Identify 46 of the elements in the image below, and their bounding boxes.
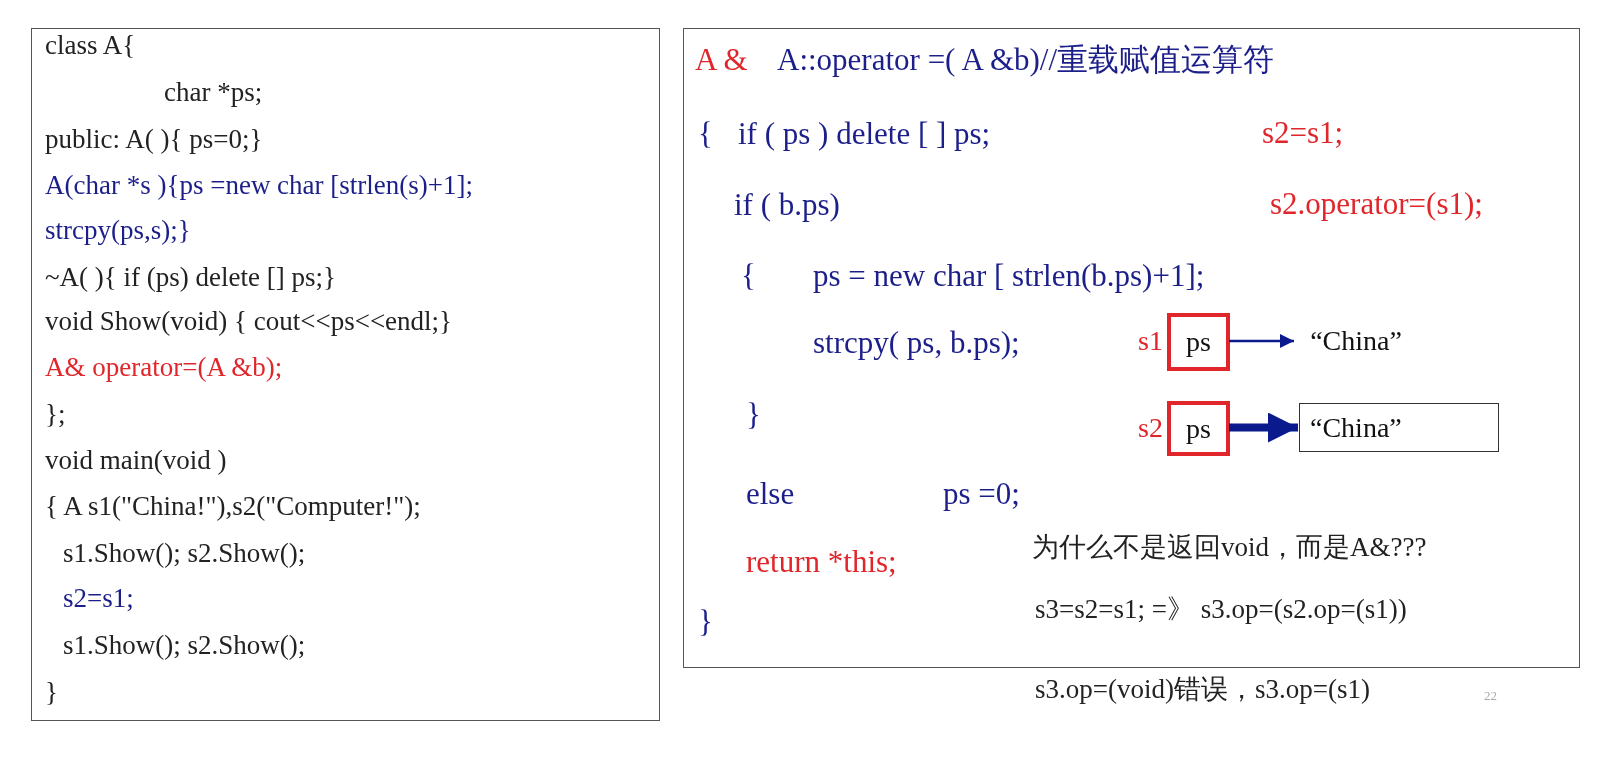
variable-label: s2	[1138, 412, 1163, 444]
note-text: 为什么不是返回void，而是A&???	[1032, 531, 1427, 563]
code-note: s2.operator=(s1);	[1270, 186, 1483, 223]
code-line: s1.Show(); s2.Show();	[63, 629, 306, 661]
code-line: }	[698, 604, 713, 641]
code-line: ~A( ){ if (ps) delete [] ps;}	[45, 261, 336, 293]
code-line: public: A( ){ ps=0;}	[45, 123, 263, 155]
string-text: “China”	[1309, 325, 1403, 357]
code-panel	[683, 28, 1580, 668]
pointer-box	[1167, 313, 1230, 371]
code-line: s2=s1;	[63, 582, 134, 614]
pointer-name: ps	[1185, 413, 1212, 444]
pointer-name: ps	[1185, 326, 1212, 358]
variable-label: s1	[1138, 326, 1163, 357]
code-line: }	[45, 676, 58, 708]
code-line: if ( b.ps)	[734, 187, 840, 224]
arrow	[1229, 334, 1294, 348]
code-line: A &	[695, 42, 748, 79]
code-line: }	[746, 397, 761, 434]
note-text: s3.op=(void)错误，s3.op=(s1)	[1035, 673, 1370, 705]
code-line: strcpy(ps,s);}	[45, 214, 191, 246]
code-line: { A s1("China!"),s2("Computer!");	[45, 490, 421, 522]
code-line: {	[741, 258, 756, 295]
code-line: ps = new char [ strlen(b.ps)+1];	[813, 258, 1205, 295]
code-line: char *ps;	[164, 76, 263, 108]
code-line: void Show(void) { cout<<ps<<endl;}	[45, 305, 453, 337]
code-line: return *this;	[746, 544, 897, 581]
note-text: s3=s2=s1; =》 s3.op=(s2.op=(s1))	[1035, 593, 1407, 625]
code-line: A::operator =( A &b)//重载赋值运算符	[777, 42, 1275, 79]
code-line: class A{	[45, 29, 136, 61]
code-line: s1.Show(); s2.Show();	[63, 537, 306, 569]
code-line: if ( ps ) delete [ ] ps;	[738, 116, 991, 153]
page-number: 22	[1484, 689, 1497, 705]
code-line: strcpy( ps, b.ps);	[813, 325, 1020, 362]
pointer-box	[1167, 401, 1230, 456]
code-line: else	[746, 476, 795, 513]
code-line: ps =0;	[943, 476, 1020, 513]
code-line: {	[698, 116, 713, 153]
code-line: void main(void )	[45, 444, 227, 476]
code-panel	[31, 28, 660, 721]
string-box	[1299, 403, 1499, 452]
code-note: s2=s1;	[1262, 115, 1344, 152]
string-text: “China”	[1309, 412, 1403, 443]
code-line: A(char *s ){ps =new char [strlen(s)+1];	[45, 169, 474, 201]
code-line: };	[45, 398, 66, 430]
code-line: A& operator=(A &b);	[45, 351, 283, 383]
